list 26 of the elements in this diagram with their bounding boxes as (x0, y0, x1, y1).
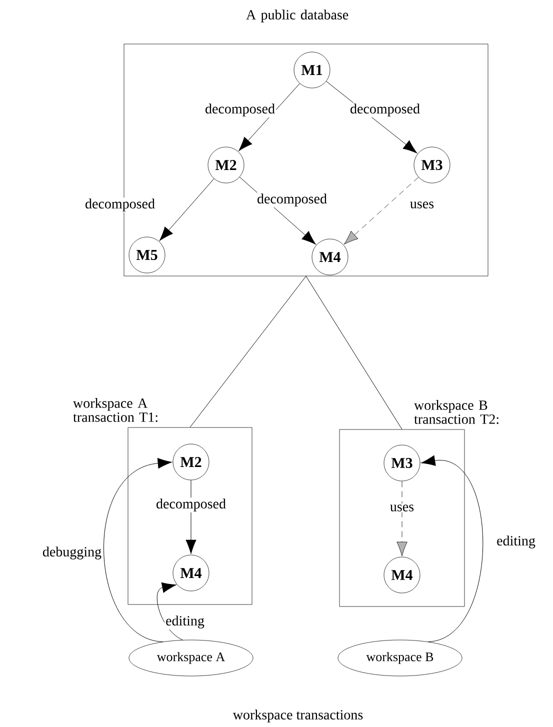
connector-line (190, 276, 306, 428)
edge-label: decomposed (84, 198, 156, 212)
arrow (326, 81, 418, 154)
edge-label: decomposed (155, 498, 227, 512)
edge-label: uses (388, 504, 416, 512)
edge-label: decomposed (256, 192, 328, 208)
arrow (186, 480, 196, 554)
arrow (156, 582, 183, 640)
arrow (239, 176, 316, 244)
edge-label: decomposed (204, 102, 276, 118)
arrow (344, 177, 419, 244)
edge-label: debugging (41, 546, 103, 560)
connector-line (306, 276, 402, 430)
arrow (420, 455, 484, 642)
arrow (104, 458, 172, 642)
edge-label: uses (408, 200, 436, 210)
arrow (159, 178, 214, 241)
node-label: workspace A transaction T1: (73, 398, 158, 422)
node-label: workspace B transaction T2: (414, 400, 498, 424)
caption: workspace transactions (232, 710, 363, 722)
edge-label: editing (496, 534, 536, 550)
arrow (238, 83, 300, 151)
edge-label: editing (164, 614, 206, 630)
edge-label: decomposed (349, 102, 421, 118)
node-label: A public database (246, 10, 348, 22)
arrow (396, 481, 408, 556)
